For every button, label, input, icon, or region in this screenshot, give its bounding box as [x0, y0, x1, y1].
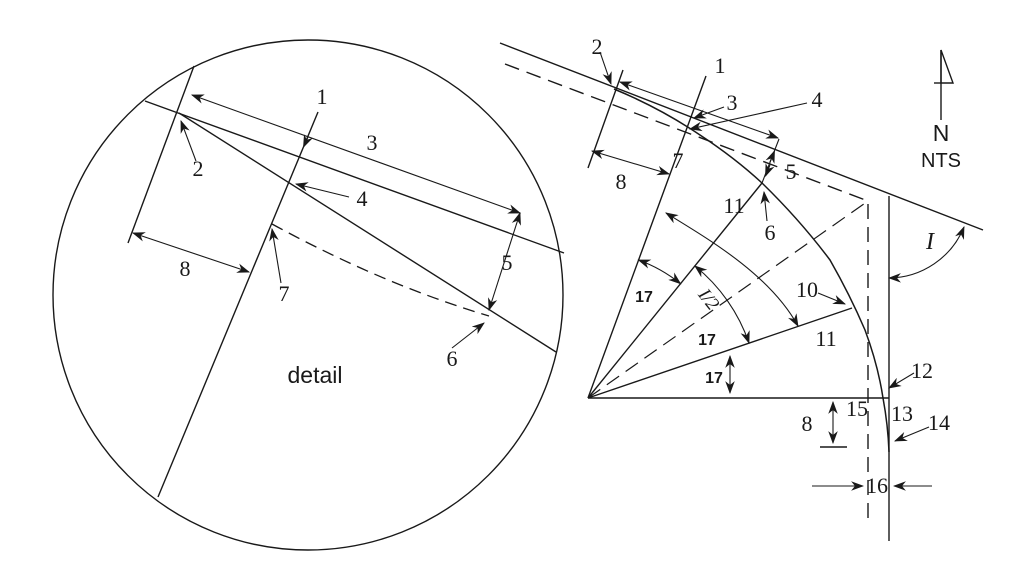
detail-caption: detail	[288, 362, 343, 388]
north-arrow-group: N NTS	[921, 49, 961, 172]
main-dimension-upper	[618, 81, 780, 139]
main-label-15: 15	[846, 396, 868, 421]
detail-leader-6	[451, 322, 485, 349]
detail-label-7: 7	[279, 281, 290, 306]
detail-tangent-line	[144, 100, 565, 254]
detail-dashed-arc	[271, 223, 490, 317]
detail-label-8: 8	[180, 256, 191, 281]
main-leader-3	[692, 106, 725, 119]
main-figure-group: 2 1 3 4 7 8 5 6 11 11 10 17 17 17 I/2 12…	[499, 34, 984, 541]
main-label-17b: 17	[698, 332, 716, 349]
main-leader-2	[599, 51, 612, 86]
main-dim5-arrow-up	[765, 149, 776, 164]
main-angle-arc-I	[887, 225, 965, 283]
main-label-17c: 17	[705, 370, 723, 387]
detail-label-2: 2	[193, 156, 204, 181]
main-label-12: 12	[911, 358, 933, 383]
main-label-1: 1	[715, 53, 726, 78]
detail-tick-line-2	[127, 65, 195, 244]
detail-label-4: 4	[357, 186, 368, 211]
north-scale-note: NTS	[921, 150, 961, 172]
main-label-I: I	[925, 229, 935, 255]
north-letter: N	[933, 120, 950, 146]
detail-label-6: 6	[447, 346, 458, 371]
main-label-8-top: 8	[616, 169, 627, 194]
main-leader-6	[760, 190, 770, 222]
main-label-11-upper: 11	[723, 193, 744, 218]
main-label-16: 16	[866, 473, 888, 498]
detail-circle-group: 1 2 3 4 5 6 7 8 detail	[52, 39, 565, 551]
detail-leader-2	[180, 119, 197, 162]
main-arc-dimension	[665, 212, 799, 327]
north-arrow-flag-icon	[940, 49, 954, 84]
detail-radial-line-1	[157, 111, 319, 498]
main-label-5: 5	[786, 159, 797, 184]
main-label-11-lower: 11	[815, 326, 836, 351]
main-leader-14	[893, 426, 930, 442]
main-dimension-8-top	[590, 149, 671, 176]
detail-dimension-8	[131, 232, 251, 273]
main-dim5-arrow-down	[764, 163, 775, 178]
main-leader-10	[817, 292, 847, 305]
main-leader-4	[688, 102, 808, 132]
main-label-13: 13	[891, 401, 913, 426]
main-label-14: 14	[928, 410, 950, 435]
main-label-10: 10	[796, 277, 818, 302]
main-label-7: 7	[673, 148, 684, 173]
detail-label-3: 3	[367, 130, 378, 155]
main-tick-line-2	[587, 69, 624, 169]
main-radial-line-1	[587, 75, 707, 399]
detail-dimension-3	[190, 94, 522, 214]
main-label-3: 3	[727, 90, 738, 115]
main-label-4: 4	[812, 87, 823, 112]
detail-radial-arrowhead	[302, 134, 313, 148]
main-leader-12	[888, 372, 915, 389]
detail-label-5: 5	[502, 250, 513, 275]
detail-circle-boundary	[52, 39, 564, 551]
detail-dimension-5	[488, 211, 521, 312]
main-label-8-bottom: 8	[802, 411, 813, 436]
main-label-2: 2	[592, 34, 603, 59]
main-angle-arc-17a	[637, 259, 682, 285]
main-label-6: 6	[765, 220, 776, 245]
detail-label-1: 1	[317, 84, 328, 109]
detail-leader-4	[294, 182, 350, 198]
main-radius-lower	[587, 307, 853, 399]
detail-leader-7	[269, 227, 282, 284]
main-bisector-dashed	[587, 200, 869, 399]
main-label-17a: 17	[635, 289, 653, 306]
